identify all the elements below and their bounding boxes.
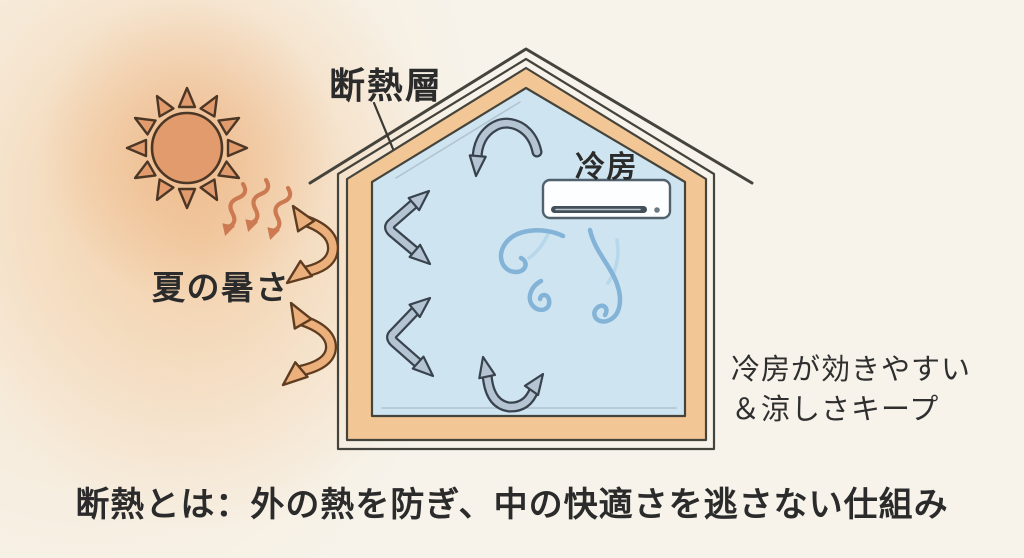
house xyxy=(308,47,754,451)
cool-air-swirls-icon xyxy=(498,227,623,324)
indoor-airflow-arrow-left-lower xyxy=(386,296,435,378)
summer-heat-label: 夏の暑さ xyxy=(152,268,290,307)
interior-sketch-line-roof xyxy=(395,101,521,179)
benefit-line-1: 冷房が効きやすい xyxy=(731,352,972,386)
room-interior xyxy=(370,86,687,418)
air-conditioner-icon xyxy=(541,178,672,220)
insulation-pointer-line xyxy=(372,101,395,151)
indoor-airflow-arrow-left-upper xyxy=(384,189,432,266)
benefit-text: 冷房が効きやすい ＆涼しさキープ xyxy=(731,349,971,429)
indoor-airflow-arrow-ceiling xyxy=(468,117,543,178)
benefit-line-2: ＆涼しさキープ xyxy=(731,392,940,427)
caption: 断熱とは：外の熱を防ぎ、中の快適さを逃さない仕組み xyxy=(75,485,949,525)
heat-bounce-arrow-bottom xyxy=(281,301,337,387)
indoor-airflow-arrow-floor xyxy=(478,355,545,413)
outer-wall-outline xyxy=(336,57,716,451)
heat-waves-icon xyxy=(222,177,293,241)
insulation-layer-label: 断熱層 xyxy=(329,66,444,107)
roof-eave-line xyxy=(308,47,754,185)
cooling-label: 冷房 xyxy=(575,150,638,185)
sun-icon xyxy=(125,86,249,210)
heat-bounce-arrow-top xyxy=(285,204,339,285)
